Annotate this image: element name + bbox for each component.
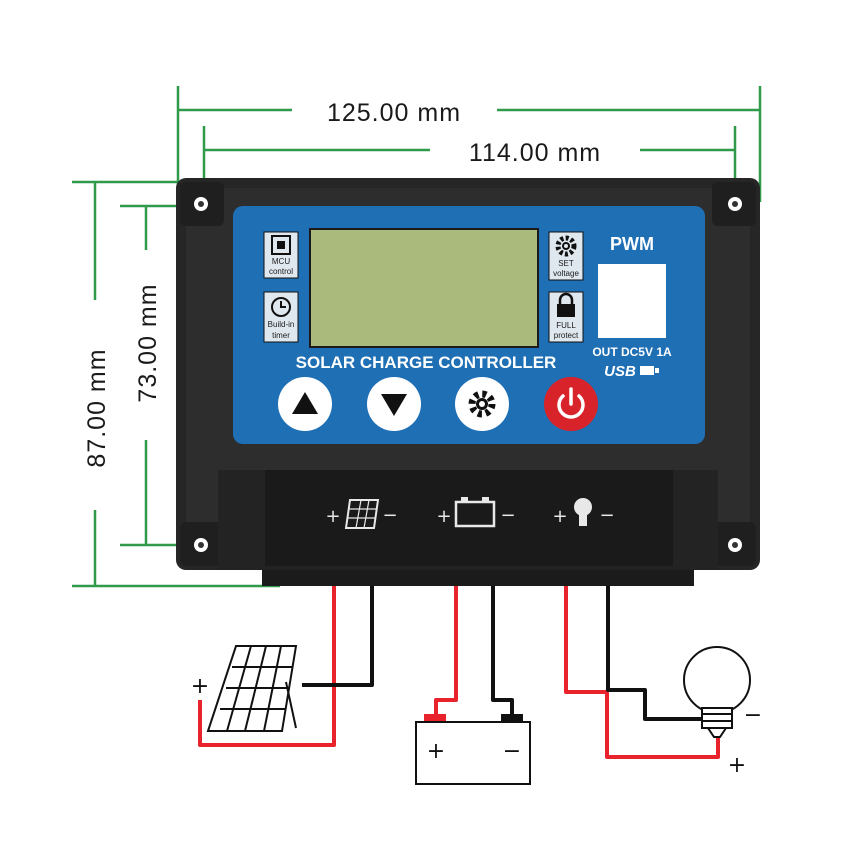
- usb-output-label: OUT DC5V 1A: [592, 345, 672, 359]
- panel-title: SOLAR CHARGE CONTROLLER: [296, 353, 557, 372]
- svg-text:MCU: MCU: [272, 257, 290, 266]
- power-button[interactable]: [544, 377, 598, 431]
- svg-text:SET: SET: [558, 259, 574, 268]
- load-plus-sign: +: [728, 753, 746, 778]
- outer-width-label: 125.00 mm: [327, 99, 461, 127]
- svg-text:control: control: [269, 267, 293, 276]
- battery-minus-sign: −: [503, 739, 521, 764]
- svg-text:+: +: [436, 506, 451, 527]
- bulb-drawing: [683, 646, 751, 738]
- inner-height-label: 73.00 mm: [134, 283, 162, 402]
- power-icon: [557, 387, 585, 419]
- battery-plus-sign: +: [427, 739, 445, 764]
- lcd-screen: [309, 228, 539, 348]
- up-arrow-icon: [292, 392, 318, 414]
- svg-text:+: +: [552, 506, 567, 527]
- svg-text:−: −: [382, 505, 397, 526]
- solar-negative-wire: [302, 586, 374, 687]
- solar-positive-wire: [198, 586, 336, 747]
- mcu-chip-icon: MCU control: [263, 231, 299, 279]
- svg-text:Build-in: Build-in: [268, 320, 295, 329]
- battery-drawing: + −: [415, 714, 531, 785]
- gear-icon: SET voltage: [548, 231, 584, 281]
- usb-label: USB: [604, 363, 636, 380]
- svg-text:FULL: FULL: [556, 321, 576, 330]
- down-button[interactable]: [367, 377, 421, 431]
- terminal-strip: + − + − + −: [218, 470, 718, 570]
- lock-icon: FULL protect: [548, 291, 584, 343]
- settings-button[interactable]: [455, 377, 509, 431]
- load-negative-wire: [606, 586, 704, 721]
- svg-text:voltage: voltage: [553, 269, 579, 278]
- load-minus-sign: −: [744, 703, 762, 728]
- front-panel: MCU control Build-in timer SET voltage F…: [233, 206, 705, 444]
- wiring: [198, 586, 720, 759]
- settings-gear-icon: [468, 390, 496, 418]
- battery-positive-wire: [434, 586, 458, 715]
- solar-plus-sign: +: [191, 674, 209, 699]
- svg-text:timer: timer: [272, 331, 290, 340]
- up-button[interactable]: [278, 377, 332, 431]
- usb-symbol-icon: [640, 366, 654, 375]
- load-positive-wire: [564, 586, 720, 759]
- svg-text:−: −: [599, 505, 614, 526]
- down-arrow-icon: [381, 394, 407, 416]
- solar-panel-drawing: [206, 645, 298, 732]
- battery-icon: [454, 497, 496, 528]
- light-bulb-icon: [574, 498, 592, 526]
- clock-icon: Build-in timer: [263, 291, 299, 343]
- svg-text:protect: protect: [554, 331, 579, 340]
- pwm-label: PWM: [610, 234, 654, 254]
- svg-text:+: +: [325, 506, 340, 527]
- usb-port: [598, 264, 666, 338]
- battery-negative-wire: [491, 586, 514, 715]
- outer-height-label: 87.00 mm: [83, 348, 111, 467]
- solar-panel-icon: [344, 499, 380, 529]
- inner-width-label: 114.00 mm: [469, 139, 601, 167]
- svg-text:−: −: [500, 505, 515, 526]
